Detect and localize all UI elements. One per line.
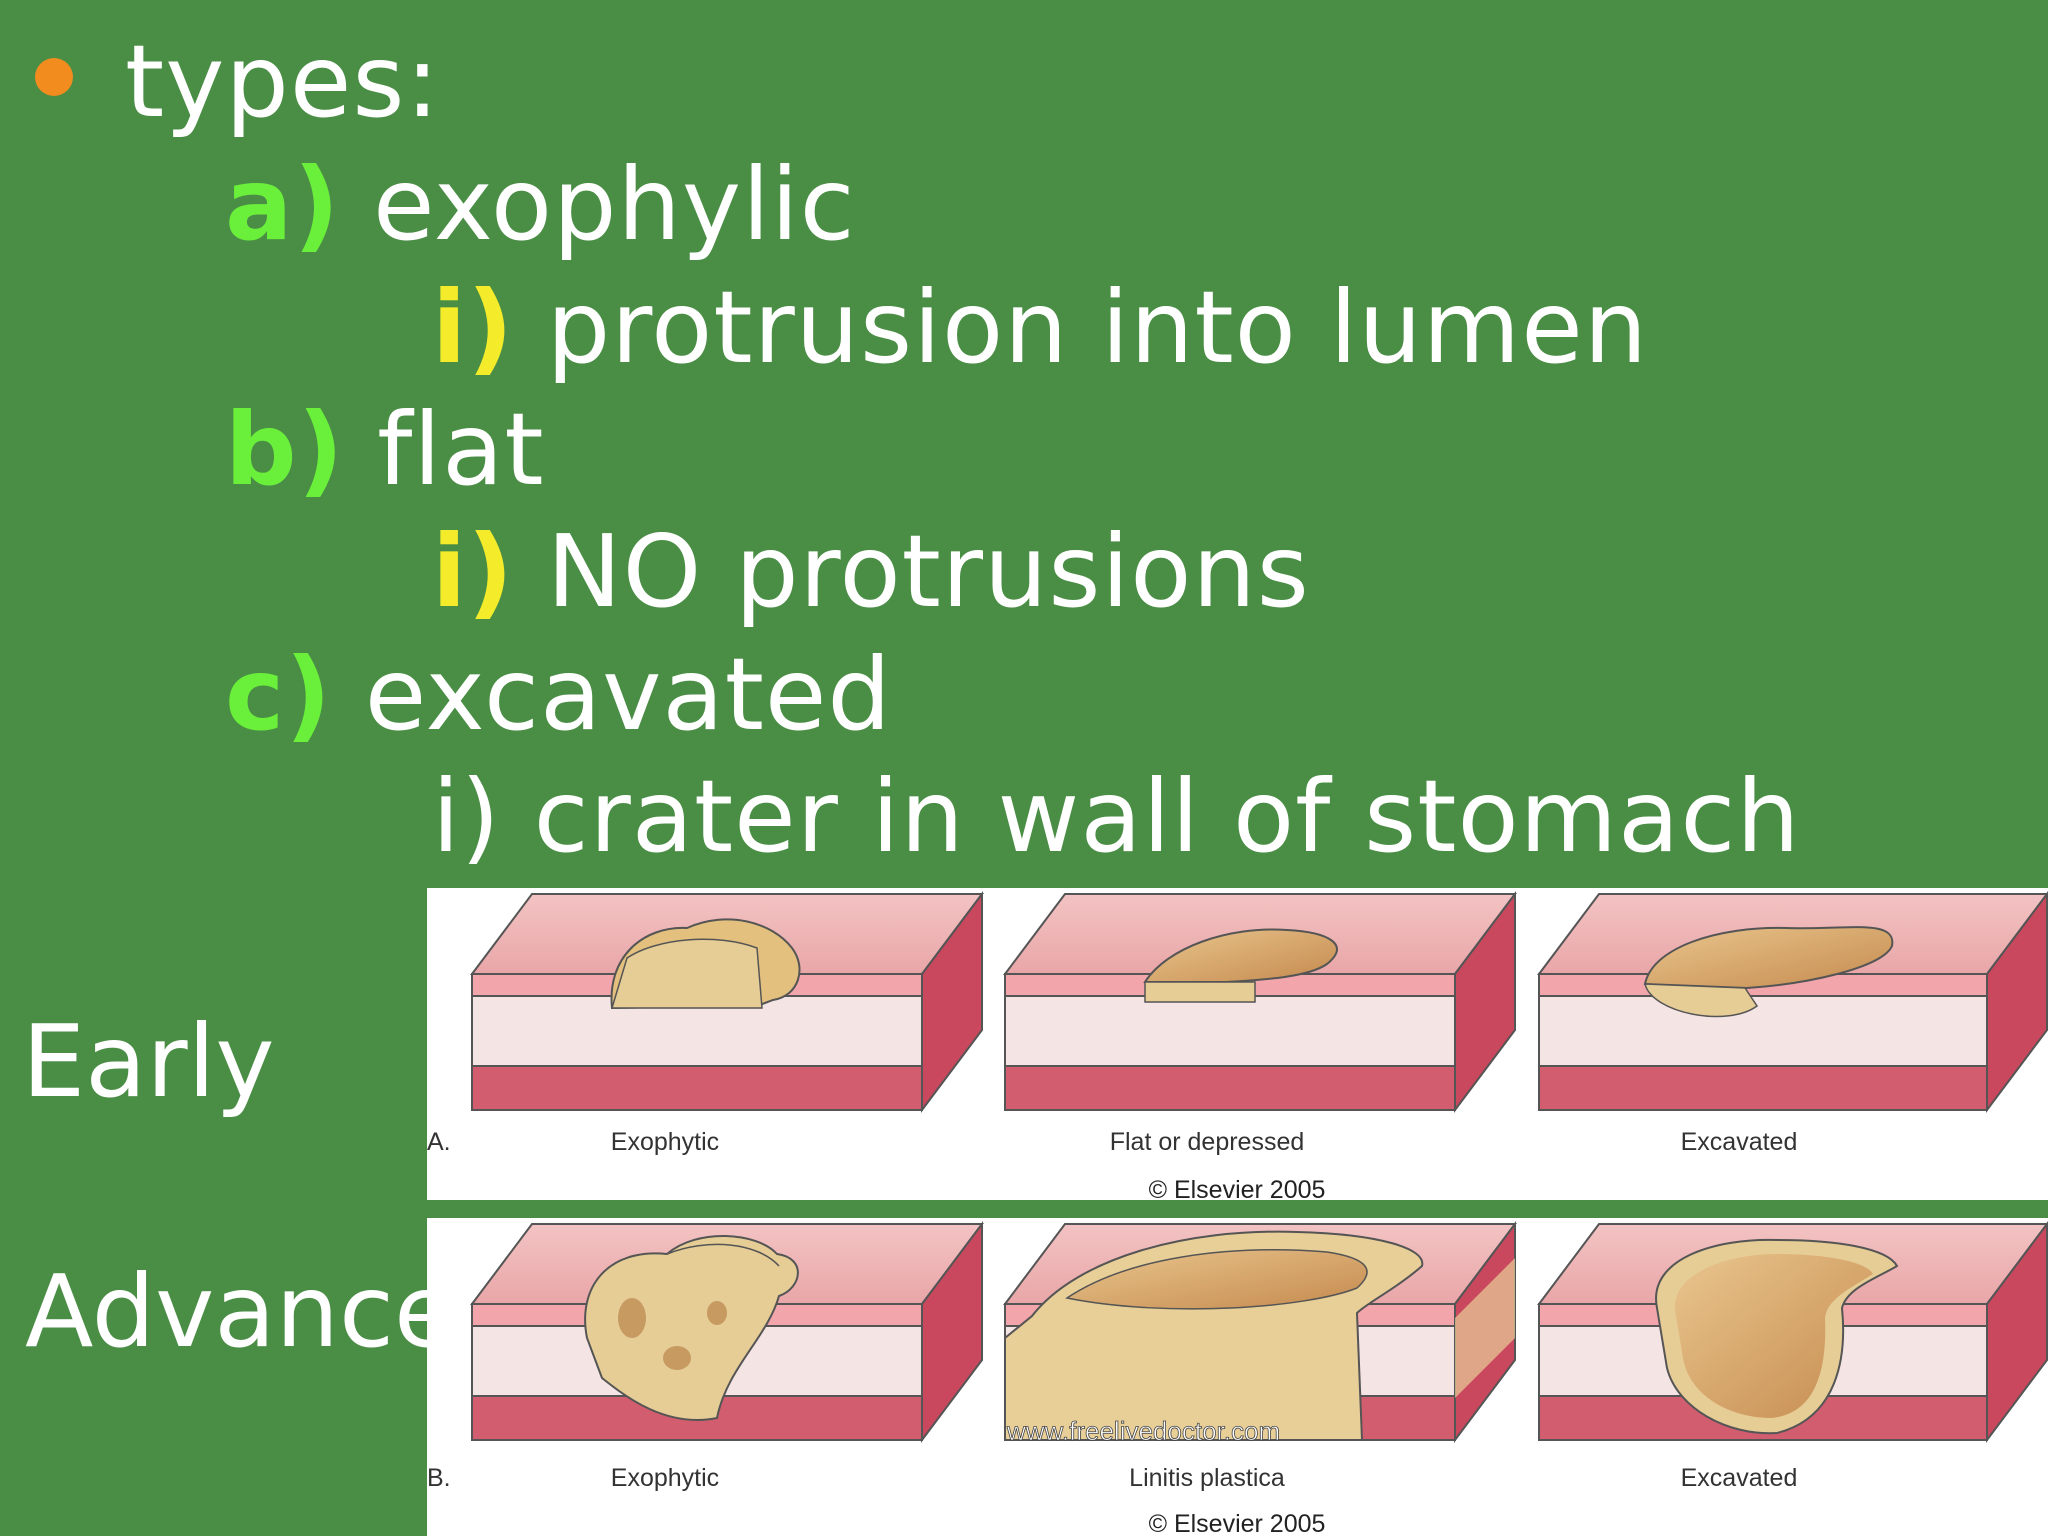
item-b-sub-text: NO protrusions [546,513,1310,630]
item-c-sub-marker: i) [432,758,501,875]
watermark: www.freelivedoctor.com [1006,1416,1280,1446]
figure-advanced: www.freelivedoctor.com B. Exophytic Lini… [427,1218,2048,1536]
block-advanced-2 [1003,1221,1517,1443]
item-c-sub-text: crater in wall of stomach [533,758,1801,875]
item-a: a) exophylic [225,155,856,255]
block-early-3 [1537,891,2048,1113]
figure-early-caption-2: Flat or depressed [1110,1128,1305,1156]
block-early-2 [1003,891,1517,1113]
figure-early-copyright: © Elsevier 2005 [1149,1176,1326,1200]
figure-advanced-caption-1: Exophytic [611,1464,719,1492]
figure-advanced-caption-3: Excavated [1681,1464,1798,1492]
item-c-sub: i) crater in wall of stomach [432,767,1801,867]
figure-early-caption-1: Exophytic [611,1128,719,1156]
bullet-dot [35,58,73,96]
item-a-sub-marker: i) [432,269,514,386]
figure-advanced-copyright: © Elsevier 2005 [1149,1510,1326,1536]
item-c: c) excavated [225,645,892,745]
item-c-marker: c) [225,636,332,753]
figure-early-letter: A. [427,1128,451,1156]
block-early-1 [470,891,984,1113]
item-b-marker: b) [225,391,345,508]
figure-early-caption-3: Excavated [1681,1128,1798,1156]
figure-advanced-letter: B. [427,1464,451,1492]
item-a-marker: a) [225,146,341,263]
block-advanced-3 [1537,1221,2048,1443]
item-b: b) flat [225,400,545,500]
item-b-text: flat [377,391,545,508]
types-heading: types: [125,23,441,140]
item-c-text: excavated [364,636,892,753]
figure-early: A. Exophytic Flat or depressed Excavated… [427,888,2048,1200]
figure-advanced-caption-2: Linitis plastica [1129,1464,1285,1492]
item-a-sub: i) protrusion into lumen [432,278,1648,378]
block-advanced-1 [470,1221,984,1443]
item-a-text: exophylic [372,146,856,263]
item-b-sub-marker: i) [432,513,514,630]
early-label: Early [22,1003,275,1120]
item-b-sub: i) NO protrusions [432,522,1310,622]
item-a-sub-text: protrusion into lumen [546,269,1649,386]
